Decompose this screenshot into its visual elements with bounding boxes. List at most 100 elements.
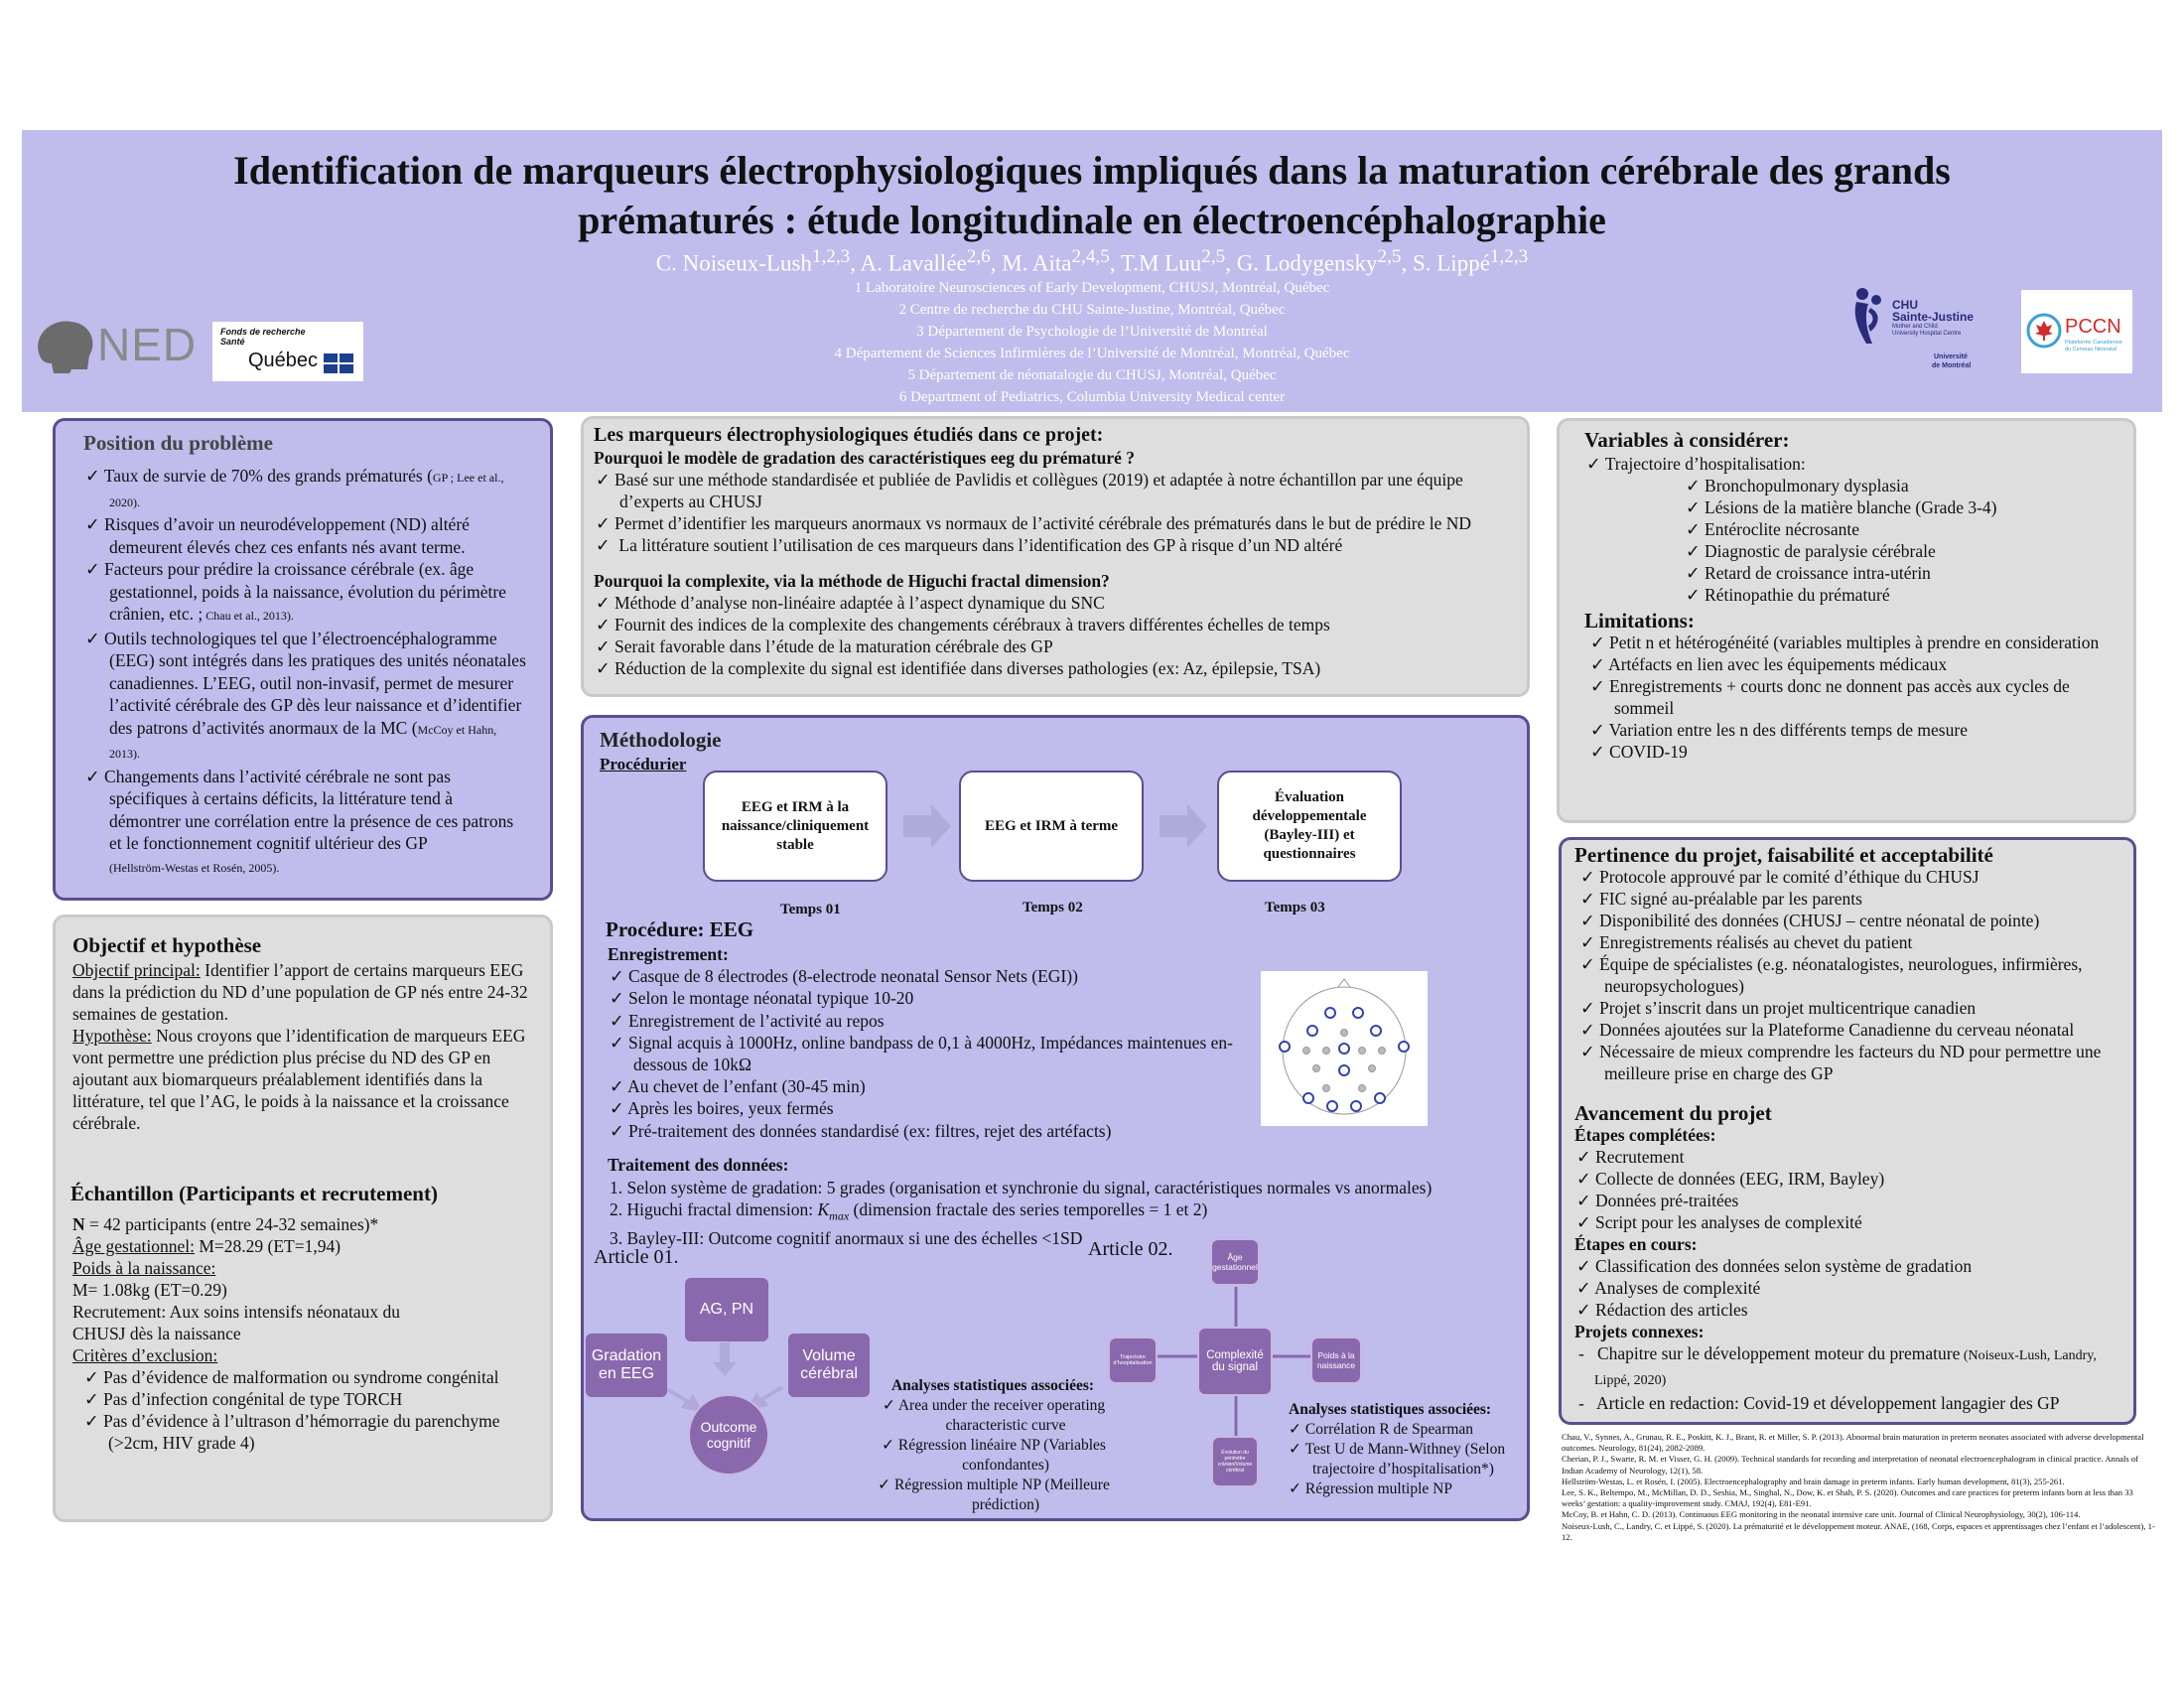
list-item: Enregistrement de l’activité au repos — [608, 1010, 1243, 1032]
list-item: Permet d’identifier les marqueurs anorma… — [594, 512, 1522, 534]
list-item: Bronchopulmonary dysplasia — [1684, 475, 2120, 496]
list-item: Réduction de la complexite du signal est… — [594, 657, 1522, 679]
list-item: Nécessaire de mieux comprendre les facte… — [1574, 1041, 2126, 1084]
list-item: Collecte de données (EEG, IRM, Bayley) — [1574, 1168, 2126, 1190]
frq-logo-text: Québec — [248, 350, 319, 371]
affiliation-line: 5 Département de néonatalogie du CHUSJ, … — [907, 367, 1277, 383]
node-perimetre-cranien: Évolution du périmètre crânien/Volume cé… — [1211, 1436, 1259, 1487]
list-item: Area under the receiver operating charac… — [874, 1396, 1112, 1436]
chu-logo-text: Sainte-Justine — [1892, 310, 1975, 324]
list-item: Risques d’avoir un neurodéveloppement (N… — [83, 513, 528, 558]
procedurier-label: Procédurier — [600, 755, 687, 774]
list-item: Classification des données selon système… — [1574, 1255, 2126, 1277]
electrode-dot — [1378, 1047, 1386, 1055]
list-item: La littérature soutient l’utilisation de… — [594, 534, 1522, 556]
flow-step-2: EEG et IRM à terme — [959, 771, 1144, 882]
fleur-de-lis-flag-icon — [324, 353, 353, 373]
electrode-dot — [1322, 1084, 1330, 1092]
udem-logo-text: Université — [1934, 353, 1968, 360]
article-1-label: Article 01. — [594, 1246, 679, 1268]
node-ag-pn: AG, PN — [685, 1278, 768, 1341]
list-item: Facteurs pour prédire la croissance céré… — [83, 558, 528, 628]
list-item: Selon le montage néonatal typique 10-20 — [608, 987, 1243, 1009]
affiliation-line: 4 Département de Sciences Infirmières de… — [834, 346, 1350, 361]
reference-item: Hellström-Westas, L. et Rosén, I. (2005)… — [1562, 1476, 2065, 1486]
list-item: COVID-19 — [1584, 741, 2120, 763]
list-item: Recrutement — [1574, 1146, 2126, 1168]
affiliations: 1 Laboratoire Neurosciences of Early Dev… — [0, 277, 2184, 408]
electrode-dot — [1326, 1100, 1338, 1112]
pccn-logo: PCCN Plateforme Canadienne du Cerveau Né… — [2021, 290, 2132, 373]
list-item: Changements dans l’activité cérébrale ne… — [83, 766, 528, 880]
pccn-logo-text: Plateforme Canadienne — [2065, 340, 2122, 346]
ned-logo-text: NED — [97, 319, 198, 370]
electrode-dot — [1358, 1084, 1366, 1092]
references: Chau, V., Synnes, A., Grunau, R. E., Pos… — [1562, 1432, 2157, 1543]
list-item: Casque de 8 électrodes (8-electrode neon… — [608, 965, 1243, 987]
udem-logo-text: de Montréal — [1932, 362, 1972, 369]
maple-leaf-bubble-icon — [2026, 313, 2062, 349]
list-item: Signal acquis à 1000Hz, online bandpass … — [608, 1032, 1243, 1075]
node-age-gestationnel: Âge gestationnel — [1210, 1238, 1260, 1286]
list-item: Équipe de spécialistes (e.g. néonatalogi… — [1574, 953, 2126, 997]
list-item: Serait favorable dans l’étude de la matu… — [594, 635, 1522, 657]
brain-head-icon — [38, 321, 93, 373]
list-item: Script pour les analyses de complexité — [1574, 1211, 2126, 1233]
affiliation-line: 1 Laboratoire Neurosciences of Early Dev… — [854, 280, 1330, 296]
mother-child-icon — [1854, 288, 1881, 344]
node-trajectoire: Trajectoire d’hospitalisation — [1108, 1336, 1158, 1384]
time-label: Temps 03 — [1265, 900, 1325, 915]
list-item: Corrélation R de Spearman — [1289, 1420, 1527, 1440]
eeg-electrode-montage — [1261, 971, 1428, 1126]
list-item: Pas d’infection congénital de type TORCH — [78, 1388, 531, 1410]
list-item: Pas d’évidence à l’ultrason d’hémorragie… — [78, 1410, 531, 1454]
flow-step-1: EEG et IRM à la naissance/cliniquement s… — [703, 771, 887, 882]
echantillon-heading: Échantillon (Participants et recrutement… — [70, 1182, 438, 1205]
article-2-stats: Analyses statistiques associées: Corréla… — [1289, 1400, 1527, 1499]
node-poids-naissance: Poids à la naissance — [1310, 1336, 1362, 1384]
list-item: Taux de survie de 70% des grands prématu… — [83, 465, 528, 513]
list-item: Petit n et hétérogénéité (variables mult… — [1584, 632, 2120, 653]
position-heading: Position du problème — [83, 431, 273, 455]
electrode-dot — [1398, 1041, 1410, 1053]
ned-logo: NED — [32, 316, 201, 375]
list-item: Données ajoutées sur la Plateforme Canad… — [1574, 1019, 2126, 1041]
affiliation-line: 3 Département de Psychologie de l’Univer… — [916, 324, 1268, 340]
list-item: Au chevet de l’enfant (30-45 min) — [608, 1075, 1243, 1097]
list-item: FIC signé au-préalable par les parents — [1574, 888, 2126, 910]
list-item: Méthode d’analyse non-linéaire adaptée à… — [594, 592, 1522, 614]
article-1-stats: Analyses statistiques associées: Area un… — [874, 1376, 1112, 1515]
position-list: Taux de survie de 70% des grands prématu… — [83, 465, 528, 879]
chu-logo-text: CHU — [1892, 298, 1918, 312]
list-item: Rédaction des articles — [1574, 1299, 2126, 1321]
list-item: Variation entre les n des différents tem… — [1584, 719, 2120, 741]
electrode-dot — [1324, 1007, 1336, 1019]
list-item: Artéfacts en lien avec les équipements m… — [1584, 653, 2120, 675]
reference-item: Lee, S. K., Beltempo, M., McMillan, D. D… — [1562, 1487, 2133, 1509]
objectif-heading: Objectif et hypothèse — [72, 933, 262, 957]
traitement-block: Traitement des données: 1. Selon système… — [608, 1155, 1433, 1248]
electrode-dot — [1374, 1092, 1386, 1104]
electrode-dot — [1338, 1064, 1350, 1076]
electrode-dot — [1368, 1064, 1376, 1072]
pertinence-text: Pertinence du projet, faisabilité et acc… — [1574, 844, 2126, 1414]
chu-logo-text: Mother and Child — [1892, 324, 1938, 330]
frq-logo-text: Fonds de recherche — [220, 327, 306, 337]
list-item: Enregistrements + courts donc ne donnent… — [1584, 675, 2120, 719]
list-item: Test U de Mann-Withney (Selon trajectoir… — [1289, 1440, 1527, 1479]
node-outcome-cognitif: Outcome cognitif — [688, 1394, 769, 1476]
authors-line: C. Noiseux-Lush1,2,3, A. Lavallée2,6, M.… — [655, 246, 1529, 276]
flow-arrow-icon — [1160, 804, 1207, 848]
electrode-dot — [1302, 1092, 1314, 1104]
echantillon-text: N = 42 participants (entre 24-32 semaine… — [72, 1213, 531, 1454]
list-item: Pas d’évidence de malformation ou syndro… — [78, 1366, 531, 1388]
list-item: Régression multiple NP — [1289, 1479, 1527, 1499]
list-item: Rétinopathie du prématuré — [1684, 584, 2120, 606]
electrode-dot — [1302, 1047, 1310, 1055]
frq-logo: Fonds de recherche Santé Québec — [212, 322, 363, 381]
list-item: Retard de croissance intra-utérin — [1684, 562, 2120, 584]
node-volume-cerebral: Volume cérébral — [788, 1334, 870, 1397]
list-item: Enregistrements réalisés au chevet du pa… — [1574, 931, 2126, 953]
list-item: Régression multiple NP (Meilleure prédic… — [874, 1476, 1112, 1515]
reference-item: Cherian, P. J., Swarte, R. M. et Visser,… — [1562, 1454, 2138, 1476]
